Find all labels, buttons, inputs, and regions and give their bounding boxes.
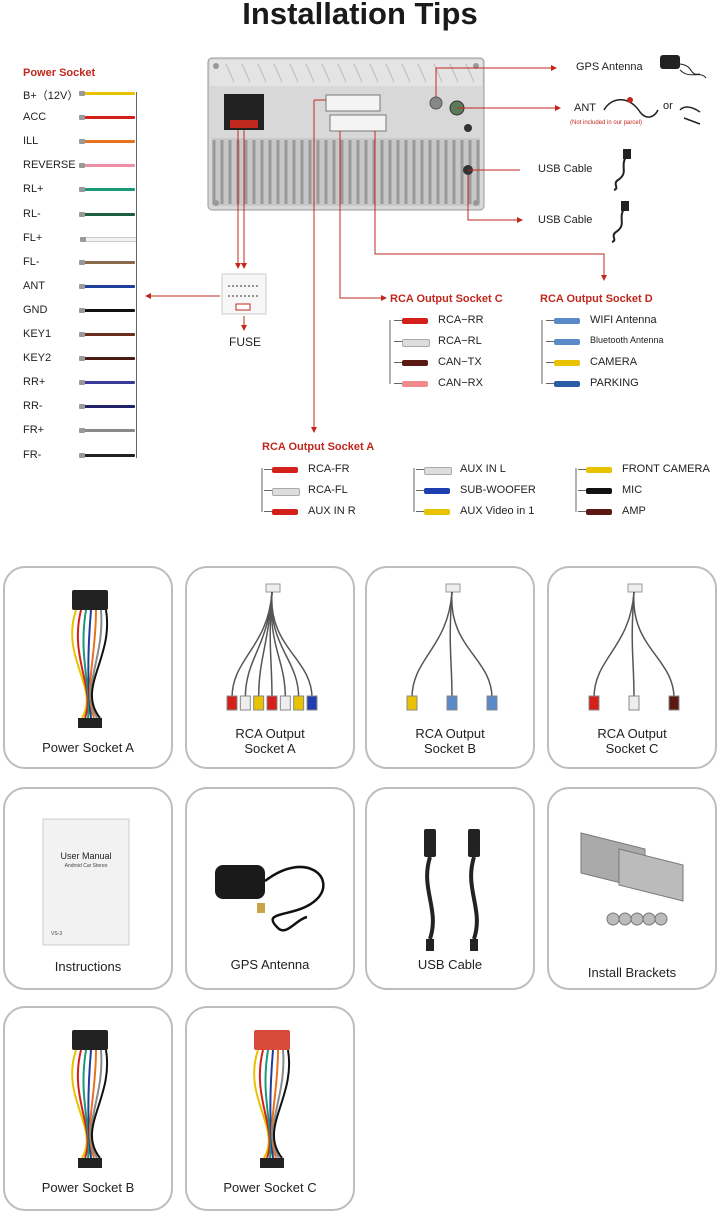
manual-code: VS-3 <box>51 931 62 937</box>
rca-a3-plug-icon <box>586 467 612 473</box>
accessory-label: Power Socket C <box>187 1180 353 1195</box>
rca-a3-plug-icon <box>586 509 612 515</box>
accessory-card: USB Cable <box>365 787 535 990</box>
rca-c-plug-icon <box>402 318 428 324</box>
rca-a2-label: SUB-WOOFER <box>460 484 536 496</box>
accessory-label: RCA Output Socket C <box>549 726 715 756</box>
accessory-card: Power Socket C <box>185 1006 355 1211</box>
rca-c-connector-line <box>394 383 402 384</box>
rca-a-title: RCA Output Socket A <box>262 441 374 453</box>
accessory-card: Power Socket A <box>3 566 173 769</box>
rca-d-connector-line <box>546 320 554 321</box>
accessory-card: RCA Output Socket A <box>185 566 355 769</box>
rca-a2-plug-icon <box>424 467 452 475</box>
rca-c-connector-line <box>394 362 402 363</box>
rca-a3-label: MIC <box>622 484 642 496</box>
rca-connector-c <box>326 95 380 111</box>
accessory-card: Power Socket B <box>3 1006 173 1211</box>
usb-cable-icon <box>614 150 630 190</box>
rca-d-label: Bluetooth Antenna <box>590 335 664 345</box>
rca-a2-connector-line <box>416 490 424 491</box>
rca-d-connector-line <box>546 383 554 384</box>
rca-c-title: RCA Output Socket C <box>390 293 503 305</box>
rca-d-label: CAMERA <box>590 356 637 368</box>
rca-d-plug-icon <box>554 339 580 345</box>
accessory-card: GPS Antenna <box>185 787 355 990</box>
usb-cable-label-2: USB Cable <box>538 214 592 226</box>
rca-a3-connector-line <box>578 469 586 470</box>
gps-port <box>430 97 442 109</box>
rca-a1-connector-line <box>264 469 272 470</box>
rca-c-label: RCA−RR <box>438 314 484 326</box>
gps-antenna-label: GPS Antenna <box>576 61 643 73</box>
gps-antenna-icon <box>660 55 706 78</box>
usb-cable-icon-2 <box>612 202 628 242</box>
rca-d-plug-icon <box>554 381 580 387</box>
rca-d-plug-icon <box>554 318 580 324</box>
rca-a1-label: RCA-FL <box>308 484 348 496</box>
accessory-label: RCA Output Socket B <box>367 726 533 756</box>
rca-a3-plug-icon <box>586 488 612 494</box>
rca-d-label: PARKING <box>590 377 639 389</box>
fuse-label: FUSE <box>229 335 261 349</box>
rca-c-plug-icon <box>402 339 430 347</box>
ant-note: (Not included in our parcel) <box>570 120 642 126</box>
manual-subtitle: Android Car Stereo <box>43 863 129 869</box>
accessory-label: Power Socket B <box>5 1180 171 1195</box>
rca-c-label: CAN−RX <box>438 377 483 389</box>
rca-a2-plug-icon <box>424 509 450 515</box>
rca-d-label: WIFI Antenna <box>590 314 657 326</box>
rca-c-label: RCA−RL <box>438 335 482 347</box>
rca-a3-label: AMP <box>622 505 646 517</box>
rca-a1-label: RCA-FR <box>308 463 350 475</box>
accessory-card: Install Brackets <box>547 787 717 990</box>
rca-a3-label: FRONT CAMERA <box>622 463 710 475</box>
accessory-card: RCA Output Socket B <box>365 566 535 769</box>
usb-cable-label-1: USB Cable <box>538 163 592 175</box>
rca-a2-plug-icon <box>424 488 450 494</box>
rca-c-label: CAN−TX <box>438 356 482 368</box>
or-label: or <box>663 100 673 112</box>
rca-connector-d <box>330 115 386 131</box>
rca-a1-plug-icon <box>272 488 300 496</box>
fuse-box <box>222 274 266 314</box>
accessory-label: GPS Antenna <box>187 957 353 972</box>
rca-a1-connector-line <box>264 490 272 491</box>
rca-a3-connector-line <box>578 490 586 491</box>
rca-a3-connector-line <box>578 511 586 512</box>
rca-a2-connector-line <box>416 469 424 470</box>
rca-d-plug-icon <box>554 360 580 366</box>
accessory-label: RCA Output Socket A <box>187 726 353 756</box>
rca-c-connector-line <box>394 320 402 321</box>
rca-d-title: RCA Output Socket D <box>540 293 653 305</box>
ant-label: ANT <box>574 102 596 114</box>
rca-a1-plug-icon <box>272 467 298 473</box>
wiring-diagram <box>0 0 720 540</box>
rca-a1-label: AUX IN R <box>308 505 356 517</box>
accessory-label: Install Brackets <box>549 965 715 980</box>
rca-a2-connector-line <box>416 511 424 512</box>
rca-a2-label: AUX IN L <box>460 463 506 475</box>
manual-title: User Manual <box>43 851 129 861</box>
rca-d-connector-line <box>546 341 554 342</box>
accessory-label: Power Socket A <box>5 740 171 755</box>
bracket-icon <box>549 789 719 992</box>
rca-a1-connector-line <box>264 511 272 512</box>
accessory-card: RCA Output Socket C <box>547 566 717 769</box>
rca-c-connector-line <box>394 341 402 342</box>
rca-c-plug-icon <box>402 360 428 366</box>
accessory-label: Instructions <box>5 959 171 974</box>
rca-a1-plug-icon <box>272 509 298 515</box>
rca-a2-label: AUX Video in 1 <box>460 505 534 517</box>
rca-c-plug-icon <box>402 381 428 387</box>
rca-d-connector-line <box>546 362 554 363</box>
accessory-label: USB Cable <box>367 957 533 972</box>
